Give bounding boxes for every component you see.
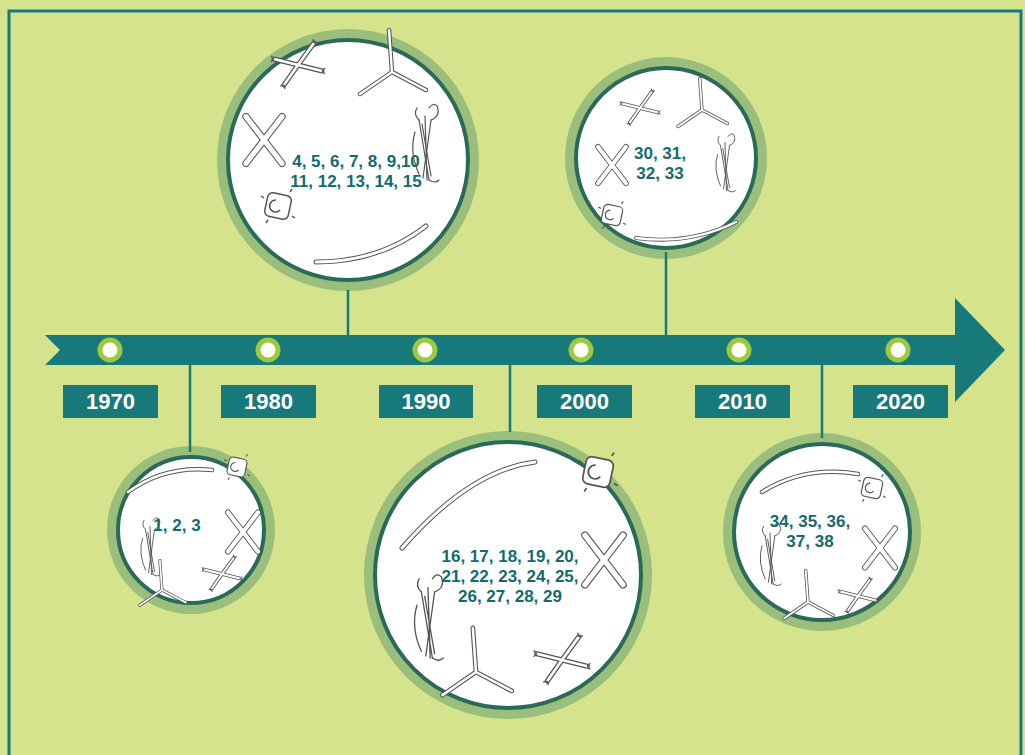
- sketch-group: [402, 452, 623, 695]
- sketch-group: [128, 454, 258, 605]
- filament-sketch: [636, 222, 736, 240]
- year-label-box: 2010: [695, 385, 790, 418]
- bundle-sketch: [413, 104, 439, 182]
- year-label: 1990: [402, 389, 451, 415]
- cell-sketch: [224, 454, 250, 480]
- filament-sketch: [762, 472, 858, 492]
- period-circle: 4, 5, 6, 7, 8, 9,10 11, 12, 13, 14, 15: [226, 38, 470, 282]
- cell-sketch: [578, 452, 617, 491]
- triradiate-sketch: [784, 571, 834, 619]
- cell-sketch: [261, 189, 295, 223]
- leader-line: [509, 365, 512, 432]
- sketch-group: [598, 79, 736, 240]
- year-label: 2020: [876, 389, 925, 415]
- filament-sketch: [636, 222, 736, 240]
- filament-sketch: [316, 226, 426, 262]
- year-marker: [415, 340, 435, 360]
- cell-sketch: [598, 201, 625, 228]
- bundle-sketch: [760, 524, 781, 586]
- reference-numbers: 4, 5, 6, 7, 8, 9,10 11, 12, 13, 14, 15: [285, 152, 427, 192]
- cross-sketch: [246, 117, 282, 164]
- filament-sketch: [402, 462, 535, 548]
- bundle-sketch: [415, 575, 444, 660]
- leader-line: [189, 365, 192, 452]
- triradiate-sketch: [140, 561, 186, 606]
- reference-numbers: 16, 17, 18, 19, 20, 21, 22, 23, 24, 25, …: [434, 547, 586, 607]
- leader-line: [347, 290, 350, 335]
- year-marker: [729, 340, 749, 360]
- reference-numbers: 1, 2, 3: [142, 516, 212, 536]
- bundle-sketch: [716, 134, 736, 192]
- sketch-group: [760, 472, 895, 619]
- year-label: 2000: [560, 389, 609, 415]
- year-label-box: 2020: [853, 385, 948, 418]
- triradiate-sketch: [678, 79, 728, 127]
- year-label-box: 1980: [221, 385, 316, 418]
- bundle-sketch: [141, 518, 161, 576]
- year-marker: [258, 340, 278, 360]
- leader-line: [665, 252, 668, 335]
- year-markers: [100, 340, 908, 360]
- star-sketch: [202, 555, 243, 593]
- cross-sketch: [228, 513, 258, 552]
- triradiate-sketch: [360, 30, 426, 94]
- year-marker: [571, 340, 591, 360]
- period-circle: 16, 17, 18, 19, 20, 21, 22, 23, 24, 25, …: [373, 440, 643, 710]
- year-label: 1970: [86, 389, 135, 415]
- triradiate-sketch: [442, 628, 511, 695]
- filament-sketch: [316, 226, 426, 262]
- filament-sketch: [128, 469, 212, 492]
- year-label: 2010: [718, 389, 767, 415]
- reference-numbers: 34, 35, 36, 37, 38: [763, 512, 857, 552]
- outer-frame: [9, 11, 1021, 755]
- cell-sketch: [858, 474, 885, 501]
- star-sketch: [534, 633, 591, 686]
- sketch-group: [246, 30, 439, 262]
- year-label-box: 2000: [537, 385, 632, 418]
- reference-numbers: 30, 31, 32, 33: [629, 144, 691, 184]
- cross-sketch: [585, 535, 623, 584]
- star-sketch: [620, 89, 661, 127]
- filament-sketch: [402, 462, 535, 548]
- filament-sketch: [128, 469, 212, 492]
- cross-sketch: [598, 147, 626, 183]
- period-circle: 1, 2, 3: [116, 455, 266, 605]
- star-sketch: [271, 39, 325, 89]
- year-label: 1980: [244, 389, 293, 415]
- period-circle: 30, 31, 32, 33: [574, 66, 758, 250]
- star-sketch: [838, 577, 879, 615]
- year-marker: [100, 340, 120, 360]
- filament-sketch: [762, 472, 858, 492]
- year-label-box: 1990: [379, 385, 473, 418]
- year-marker: [888, 340, 908, 360]
- leader-line: [821, 365, 824, 438]
- cross-sketch: [865, 529, 895, 568]
- period-circle: 34, 35, 36, 37, 38: [732, 442, 912, 622]
- year-label-box: 1970: [63, 385, 158, 418]
